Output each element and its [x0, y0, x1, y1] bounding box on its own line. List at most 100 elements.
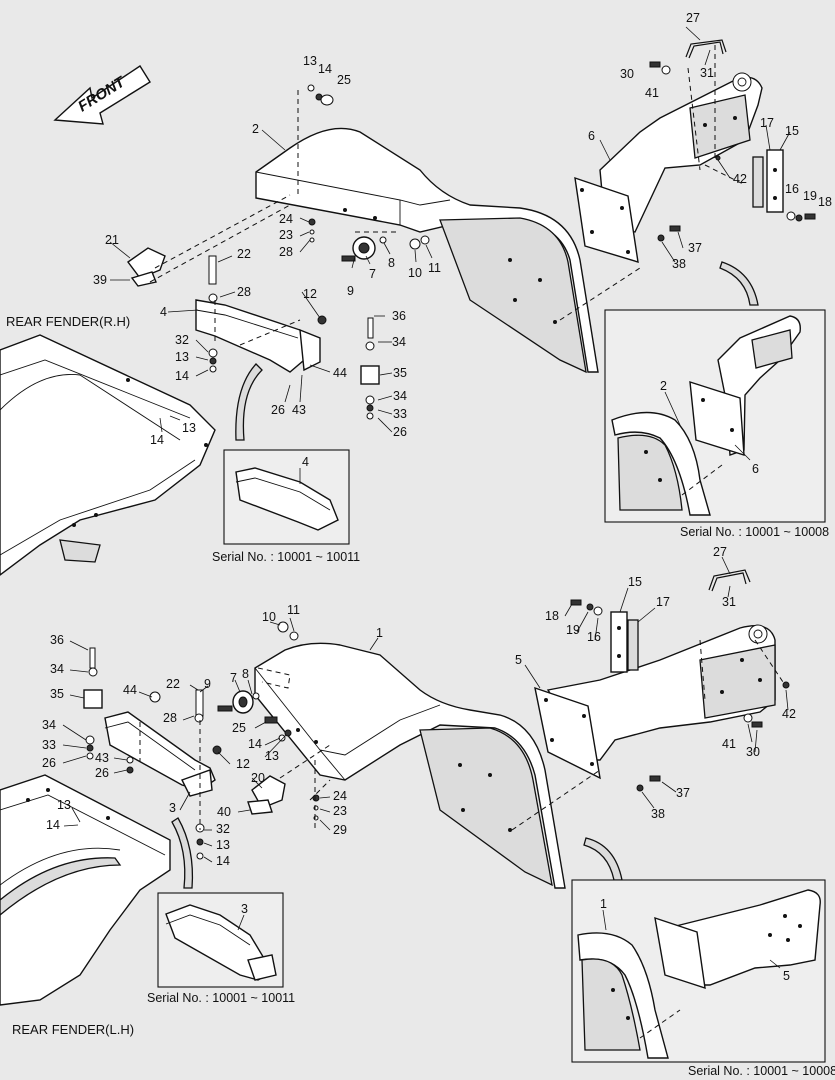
- callout-21-upper: 21: [105, 233, 119, 247]
- callout-3-lower: 3: [169, 801, 176, 815]
- callout-14-lower-c: 14: [46, 818, 60, 832]
- mount-bracket-6: [574, 72, 763, 263]
- hardware-upper: [156, 61, 816, 420]
- callout-20-lower: 20: [251, 771, 265, 785]
- callout-13-lower-a: 13: [265, 749, 279, 763]
- caption-lower-bracket: Serial No. : 10001 ~ 10011: [147, 991, 295, 1005]
- callout-36-upper: 36: [392, 309, 406, 323]
- callout-33-upper: 33: [393, 407, 407, 421]
- upper-right-curve-arrow: [719, 261, 759, 306]
- callout-26-upper-a: 26: [271, 403, 285, 417]
- lower-dashed-lines: [139, 639, 786, 832]
- callout-6-upper: 6: [588, 129, 595, 143]
- fender-1: [254, 642, 566, 889]
- lower-right-curve-arrow: [583, 837, 623, 881]
- callout-14-lower-b: 14: [216, 854, 230, 868]
- callout-14-lower-a: 14: [248, 737, 262, 751]
- callout-15-upper: 15: [785, 124, 799, 138]
- callout-inset-1: 1: [600, 897, 607, 911]
- callout-13-upper-b: 13: [175, 350, 189, 364]
- fender-2: [255, 127, 599, 374]
- callout-9-upper: 9: [347, 284, 354, 298]
- lower-left-curve-arrow: [171, 817, 194, 889]
- callout-22-lower: 22: [166, 677, 180, 691]
- caption-upper-bracket: Serial No. : 10001 ~ 10011: [212, 550, 360, 564]
- callout-35-upper: 35: [393, 366, 407, 380]
- callout-38-lower: 38: [651, 807, 665, 821]
- bracket-4: [195, 299, 321, 373]
- callout-27-upper: 27: [686, 11, 700, 25]
- caption-lower-mount: Serial No. : 10001 ~ 10008: [688, 1064, 835, 1078]
- callout-25-lower: 25: [232, 721, 246, 735]
- callout-28-upper-a: 28: [279, 245, 293, 259]
- callout-35-lower: 35: [50, 687, 64, 701]
- callout-27-lower: 27: [713, 545, 727, 559]
- callout-8-upper: 8: [388, 256, 395, 270]
- callout-7-lower: 7: [230, 671, 237, 685]
- rear-fender-rh: [0, 334, 216, 576]
- callout-34-lower-a: 34: [50, 662, 64, 676]
- upper-assembly-rh: 27 30 31 41 6 17 15 16 19 18 42 37 38 13…: [0, 11, 832, 576]
- plate-15-lower: [610, 611, 639, 673]
- callout-32-lower: 32: [216, 822, 230, 836]
- callout-12-upper: 12: [303, 287, 317, 301]
- callout-inset-5: 5: [783, 969, 790, 983]
- label-rear-fender-rh: REAR FENDER(R.H): [6, 314, 130, 329]
- mount-bracket-5: [534, 624, 776, 780]
- callout-13-lower-c: 13: [57, 798, 71, 812]
- callout-30-upper: 30: [620, 67, 634, 81]
- callout-16-lower: 16: [587, 630, 601, 644]
- plate-15: [752, 149, 784, 213]
- callout-13-lower-b: 13: [216, 838, 230, 852]
- callout-8-lower: 8: [242, 667, 249, 681]
- callout-42-upper: 42: [733, 172, 747, 186]
- callout-17-lower: 17: [656, 595, 670, 609]
- callout-26-lower-a: 26: [42, 756, 56, 770]
- callout-26-upper-b: 26: [393, 425, 407, 439]
- callout-44-upper: 44: [333, 366, 347, 380]
- callout-22-upper: 22: [237, 247, 251, 261]
- callout-41-lower: 41: [722, 737, 736, 751]
- callout-14-upper-c: 14: [150, 433, 164, 447]
- bracket-3: [104, 711, 216, 797]
- callout-41-upper: 41: [645, 86, 659, 100]
- callout-39-upper: 39: [93, 273, 107, 287]
- callout-43-lower: 43: [95, 751, 109, 765]
- callout-25-upper: 25: [337, 73, 351, 87]
- inset-lower-bracket: [157, 892, 284, 988]
- callout-33-lower: 33: [42, 738, 56, 752]
- callout-23-upper: 23: [279, 228, 293, 242]
- callout-15-lower: 15: [628, 575, 642, 589]
- caption-upper-mount: Serial No. : 10001 ~ 10008: [680, 525, 829, 539]
- hardware-lower: [78, 599, 790, 860]
- upper-leaders: [109, 26, 791, 484]
- callout-13-upper-c: 13: [182, 421, 196, 435]
- callout-10-upper: 10: [408, 266, 422, 280]
- callout-16-upper: 16: [785, 182, 799, 196]
- upper-dashed-lines: [149, 45, 746, 346]
- callout-11-lower: 11: [287, 603, 300, 617]
- callout-2-upper: 2: [252, 122, 259, 136]
- callout-32-upper: 32: [175, 333, 189, 347]
- callout-5-lower: 5: [515, 653, 522, 667]
- callout-14-upper-b: 14: [175, 369, 189, 383]
- callout-28-upper-b: 28: [237, 285, 251, 299]
- rear-fender-lh: [0, 774, 171, 1006]
- inset-upper-bracket: [223, 449, 350, 545]
- callout-44-lower: 44: [123, 683, 137, 697]
- callout-40-lower: 40: [217, 805, 231, 819]
- callout-31-upper: 31: [700, 66, 714, 80]
- hinge-20: [247, 775, 286, 815]
- callout-11-upper: 11: [428, 261, 441, 275]
- callout-19-upper: 19: [803, 189, 817, 203]
- callout-4-upper: 4: [160, 305, 167, 319]
- upper-left-curve-arrow: [235, 363, 263, 441]
- callout-inset-6: 6: [752, 462, 759, 476]
- handle-27: [685, 39, 727, 59]
- callout-inset-4: 4: [302, 455, 309, 469]
- callout-18-upper: 18: [818, 195, 832, 209]
- callout-43-upper: 43: [292, 403, 306, 417]
- callout-inset-3: 3: [241, 902, 248, 916]
- label-rear-fender-lh: REAR FENDER(L.H): [12, 1022, 134, 1037]
